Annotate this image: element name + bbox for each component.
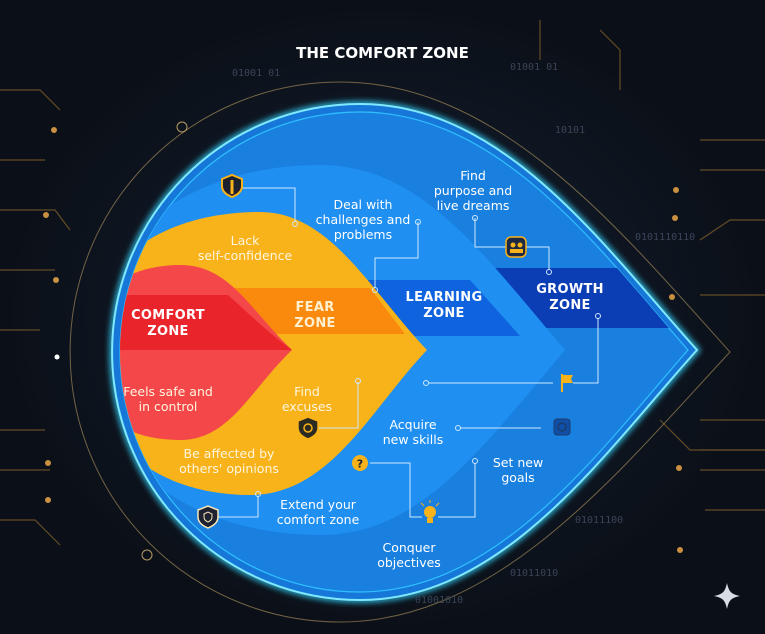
deal-challenges-label: Deal with challenges and problems (315, 197, 411, 242)
team-icon (505, 236, 527, 258)
growth-zone-label: GROWTH ZONE (536, 282, 604, 313)
fear-zone-label: FEAR ZONE (294, 300, 336, 331)
instagram-icon (553, 418, 571, 436)
find-purpose-label: Find purpose and live dreams (433, 168, 513, 213)
shield-check-icon (197, 505, 219, 529)
shield-icon (221, 173, 243, 199)
orbit-node (141, 549, 153, 561)
binary-text: 10101 (555, 125, 586, 136)
connector-lines (218, 187, 601, 518)
outer-orbit-line (69, 81, 731, 623)
extend-comfort-label: Extend your comfort zone (276, 497, 360, 527)
set-goals-label: Set new goals (492, 455, 544, 485)
orbit-node (176, 121, 188, 133)
feels-safe-label: Feels safe and in control (123, 384, 213, 414)
circuit-lines (0, 20, 765, 546)
comfort-zone-label: COMFORT ZONE (131, 308, 205, 339)
binary-text: 01011010 (510, 568, 559, 579)
binary-text: 01001010 (415, 595, 464, 606)
sparkle-icon (714, 583, 740, 609)
refresh-shield-icon (297, 416, 319, 440)
circuit-nodes (43, 127, 683, 553)
question-icon: ? (352, 455, 368, 471)
others-opinions-label: Be affected by others' opinions (179, 446, 279, 476)
comfort-band (120, 295, 292, 350)
svg-text:?: ? (357, 458, 363, 471)
binary-text: 01001 01 (232, 68, 281, 79)
lightbulb-icon (420, 500, 440, 523)
binary-text: 01001 01 (510, 62, 559, 73)
binary-text: 01011100 (575, 515, 624, 526)
page-title: THE COMFORT ZONE (296, 44, 469, 62)
flag-icon (561, 374, 573, 392)
acquire-skills-label: Acquire new skills (382, 417, 444, 447)
learning-zone-label: LEARNING ZONE (405, 290, 483, 321)
binary-text: 0101110110 (635, 232, 696, 243)
conquer-objectives-label: Conquer objectives (377, 540, 441, 570)
lack-confidence-label: Lack self-confidence (197, 233, 293, 263)
find-excuses-label: Find excuses (281, 384, 333, 414)
